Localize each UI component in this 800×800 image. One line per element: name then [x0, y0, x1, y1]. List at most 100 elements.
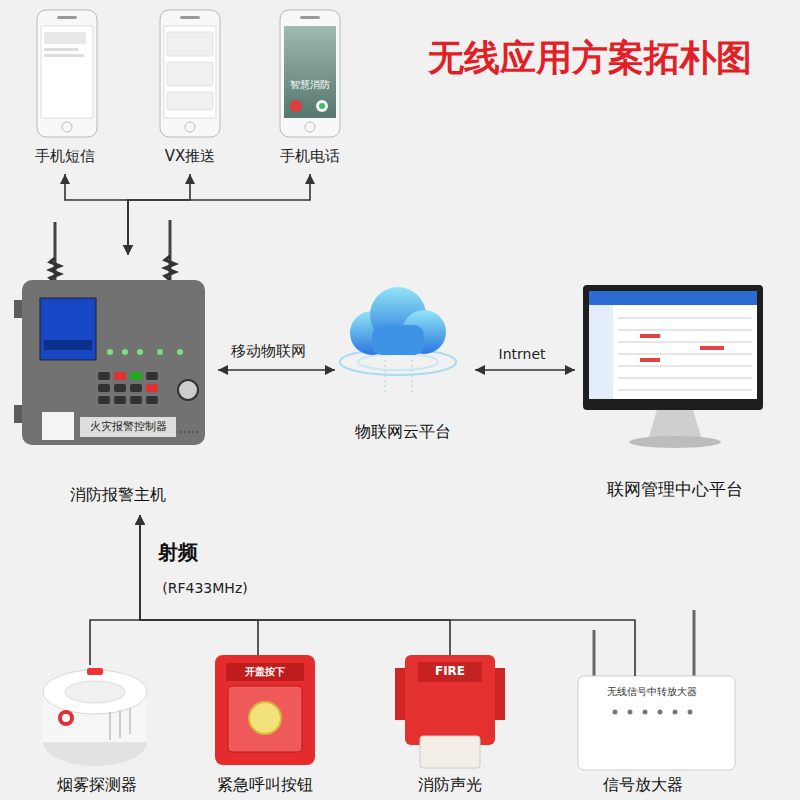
- phone-illustration-part: [41, 26, 93, 118]
- smoke-detector-illustration-part: [43, 670, 147, 714]
- alarm-host-illustration-part: [114, 372, 126, 380]
- alarm-host-illustration-part: [44, 340, 92, 350]
- node-label: 联网管理中心平台: [607, 480, 743, 500]
- monitor-illustration-part: [618, 354, 752, 355]
- node-label: 消防声光: [418, 776, 482, 794]
- node-label: 消防报警主机: [70, 486, 166, 504]
- smoke-detector-illustration-part: [62, 714, 70, 722]
- node-inner-text: FIRE: [435, 665, 465, 679]
- alarm-host-illustration-part: [98, 396, 110, 404]
- node-label: VX推送: [165, 148, 216, 165]
- phone-illustration: [37, 10, 97, 137]
- monitor-illustration-part: [583, 285, 763, 410]
- monitor-illustration-part: [618, 378, 752, 379]
- phone-illustration-part: [44, 32, 86, 44]
- call-button-node: 开盖按下紧急呼叫按钮: [195, 655, 335, 795]
- alarm-host-illustration-part: [180, 431, 200, 433]
- sounder-illustration: [395, 655, 505, 768]
- node-inner-text: 火灾报警控制器: [90, 421, 167, 434]
- phone-illustration-part: [167, 32, 213, 56]
- alarm-host-illustration-part: [98, 384, 110, 392]
- rf-label: 射频: [158, 541, 198, 564]
- call-button-illustration-part: [215, 655, 315, 765]
- alarm-host-illustration-part: [40, 298, 96, 360]
- connector: [140, 515, 450, 655]
- monitor-illustration-part: [618, 330, 752, 331]
- amplifier-illustration-part: [593, 630, 596, 678]
- alarm-host-illustration-part: [122, 349, 128, 355]
- connector: [218, 369, 335, 371]
- monitor-illustration-part: [618, 366, 752, 367]
- phone-illustration-part: [164, 26, 216, 118]
- alarm-host-illustration-part: [130, 372, 142, 380]
- phone-illustration-part: [180, 16, 200, 19]
- connector: [90, 515, 140, 665]
- monitor-node: 联网管理中心平台: [575, 280, 775, 505]
- alarm-host-illustration-part: [114, 384, 126, 392]
- node-inner-text: 开盖按下: [245, 666, 285, 678]
- alarm-host-illustration-part: [42, 412, 74, 440]
- connector: [128, 174, 310, 255]
- smoke-detector-illustration-part: [65, 681, 125, 703]
- phone-node: VX推送: [145, 8, 235, 174]
- connector: [128, 174, 190, 255]
- connector: [65, 174, 128, 255]
- phone-illustration-part: [167, 92, 213, 110]
- amplifier-illustration-part: [628, 710, 633, 715]
- alarm-host-illustration-part: [114, 396, 126, 404]
- connector: [140, 515, 258, 655]
- alarm-host-illustration-part: [178, 380, 198, 400]
- phone-illustration: [280, 10, 340, 137]
- monitor-illustration-part: [629, 436, 721, 448]
- alarm-host-illustration-part: [146, 396, 158, 404]
- phone-illustration-part: [57, 16, 77, 19]
- call-button-illustration-part: [226, 663, 304, 681]
- monitor-illustration-part: [648, 410, 702, 440]
- phone-illustration-part: [290, 100, 302, 112]
- alarm-host-illustration-part: [50, 258, 60, 282]
- phone-illustration-part: [44, 54, 84, 57]
- alarm-host-illustration-part: [157, 349, 163, 355]
- monitor-illustration-part: [589, 305, 613, 399]
- alarm-host-illustration-part: [107, 349, 113, 355]
- alarm-host-illustration-part: [98, 372, 110, 380]
- connector: [475, 369, 575, 371]
- monitor-illustration-part: [618, 390, 752, 391]
- phone-illustration-part: [280, 10, 340, 137]
- call-button-illustration: [215, 655, 315, 765]
- alarm-host-illustration-part: [137, 349, 143, 355]
- smoke-detector-illustration-part: [87, 668, 103, 675]
- phone-illustration-part: [167, 62, 213, 86]
- amplifier-illustration-part: [693, 610, 696, 678]
- alarm-host-illustration-part: [80, 417, 176, 437]
- phone-illustration-part: [37, 10, 97, 137]
- edge-label: 移动物联网: [228, 343, 309, 360]
- rf-label: (RF433MHz): [162, 580, 247, 596]
- alarm-host-illustration-part: [22, 280, 205, 445]
- amplifier-illustration-part: [673, 710, 678, 715]
- monitor-illustration-part: [640, 358, 660, 362]
- monitor-illustration-part: [700, 346, 724, 350]
- amplifier-illustration: [578, 610, 735, 770]
- monitor-illustration-part: [618, 318, 752, 319]
- node-label: 手机电话: [280, 148, 340, 165]
- phone-illustration-part: [185, 122, 195, 132]
- monitor-illustration-part: [589, 291, 757, 399]
- sounder-illustration-part: [405, 655, 495, 745]
- cloud-illustration-part: [412, 360, 413, 392]
- monitor-illustration-part: [640, 334, 660, 338]
- alarm-host-node: 火灾报警控制器消防报警主机: [18, 255, 218, 515]
- alarm-host-illustration-part: [165, 256, 175, 280]
- node-inner-text: 无线信号中转放大器: [607, 686, 697, 698]
- amplifier-illustration-part: [578, 676, 735, 770]
- sounder-node: FIRE 消防声光: [385, 655, 515, 795]
- phone-illustration-part: [160, 10, 220, 137]
- smoke-detector-node: 烟雾探测器: [30, 665, 165, 795]
- phone-illustration-part: [284, 26, 336, 118]
- phone-illustration-part: [44, 48, 78, 51]
- alarm-host-illustration-part: [177, 349, 183, 355]
- alarm-host-illustration-part: [130, 384, 142, 392]
- phone-node: 智慧消防手机电话: [265, 8, 355, 174]
